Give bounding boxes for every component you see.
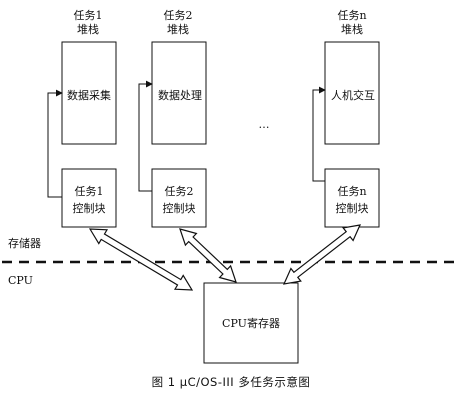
double-arrow-shape (282, 224, 362, 285)
double-arrow-shape (179, 228, 237, 283)
taskn-control-block-line2: 控制块 (336, 201, 369, 215)
taskn-stack-subtitle: 堆栈 (341, 22, 363, 36)
taskn-pointer-arrow (312, 86, 326, 182)
task2-control-block-line1: 任务2 (165, 185, 194, 198)
double-arrow-shape (88, 228, 194, 291)
task1-control-block (61, 168, 117, 228)
taskn-cpu-double-arrow (282, 224, 362, 285)
task2-stack-box (151, 41, 207, 145)
memory-region-label: 存储器 (8, 236, 41, 250)
task2-pointer-arrow (138, 80, 153, 192)
task1-control-block-line2: 控制块 (73, 201, 106, 215)
taskn-control-block-line1: 任务n (337, 185, 366, 198)
taskn-stack-title: 任务n (337, 9, 366, 22)
task1-stack-subtitle: 堆栈 (77, 22, 99, 36)
task1-stack-content: 数据采集 (67, 88, 111, 102)
task1-pointer-arrow (47, 89, 63, 198)
taskn-control-block (324, 168, 380, 228)
task2-control-block (151, 168, 207, 228)
cpu-register-label: CPU寄存器 (222, 316, 280, 330)
cpu-region-label: CPU (8, 274, 33, 287)
task2-stack-title: 任务2 (164, 9, 193, 22)
task2-control-block-line2: 控制块 (163, 201, 196, 215)
figure-caption: 图 1 μC/OS-III 多任务示意图 (151, 375, 311, 389)
task2-cpu-double-arrow (179, 228, 237, 283)
cpu-register-box (203, 282, 299, 364)
task2-stack-content: 数据处理 (158, 88, 202, 102)
task1-cpu-double-arrow (88, 228, 194, 291)
ellipsis: … (259, 118, 270, 131)
taskn-stack-content: 人机交互 (331, 88, 375, 102)
task1-stack-title: 任务1 (74, 9, 103, 22)
task2-stack-subtitle: 堆栈 (167, 22, 189, 36)
task1-control-block-line1: 任务1 (75, 185, 104, 198)
